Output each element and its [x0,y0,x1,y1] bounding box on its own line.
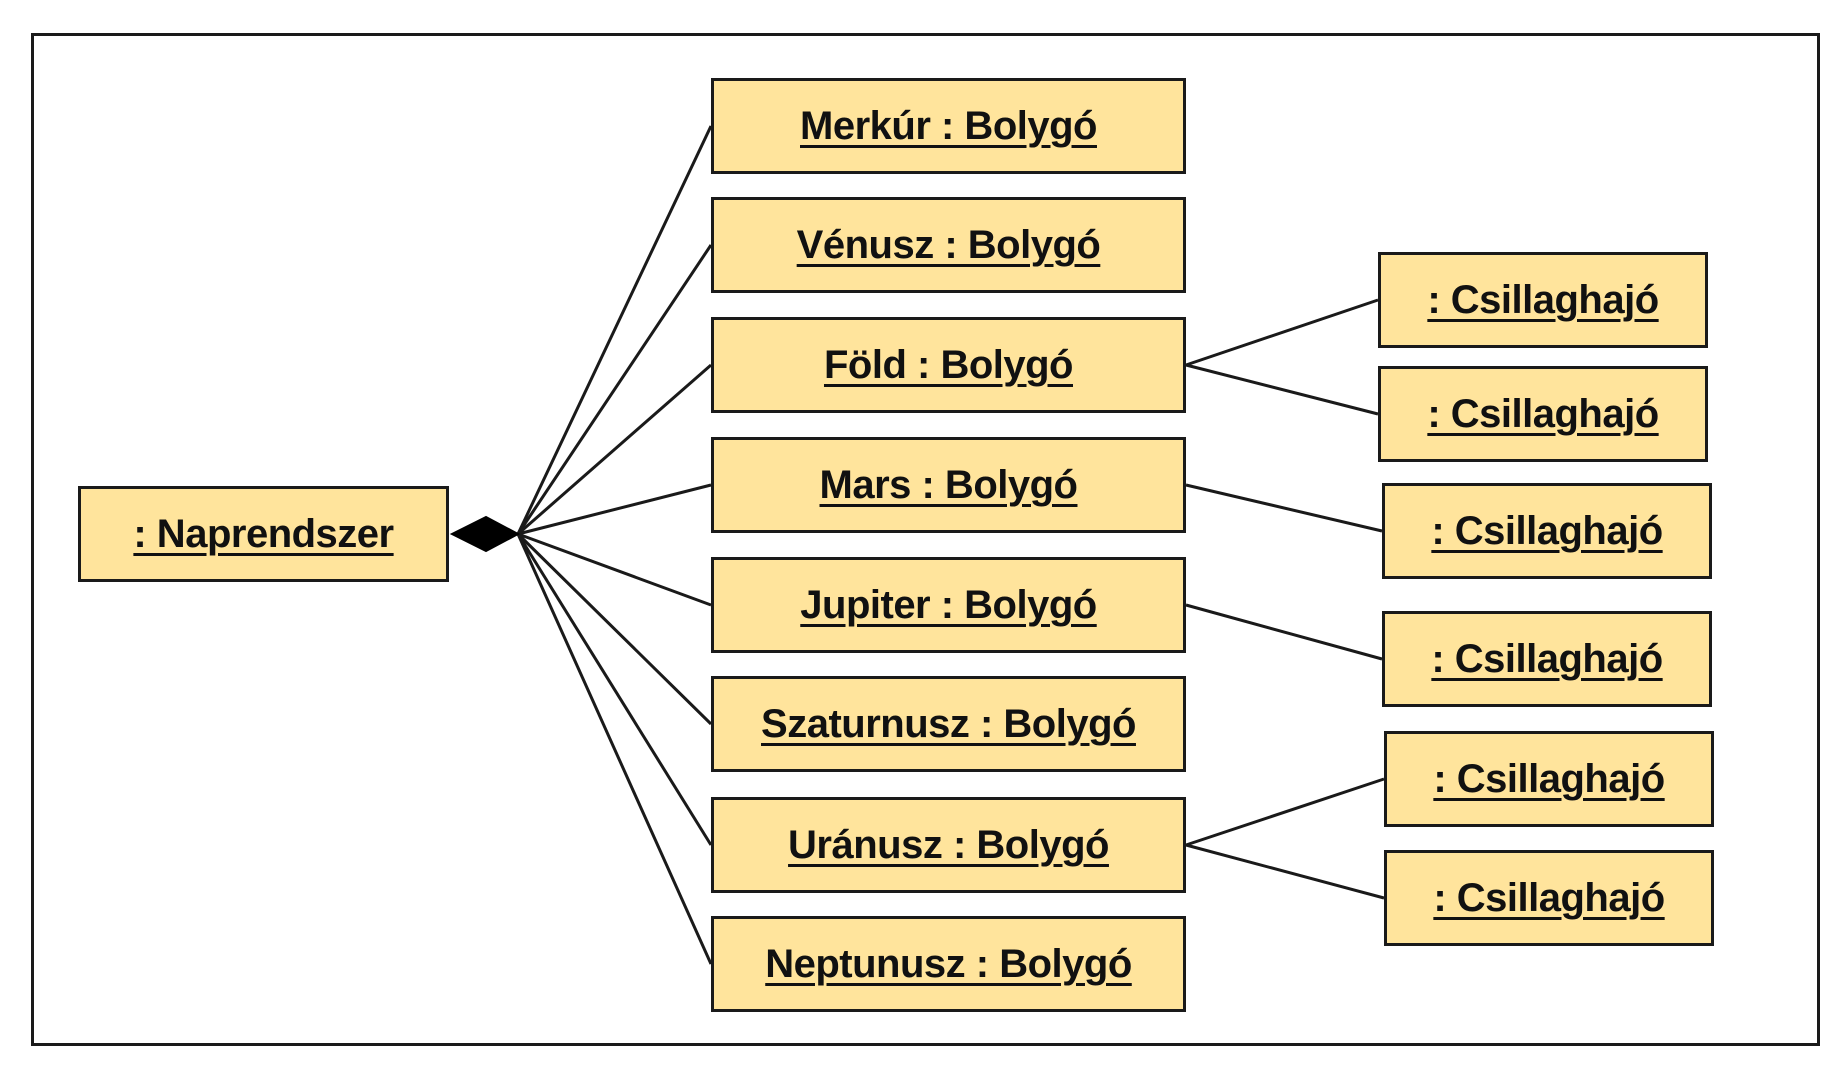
starship-object-5[interactable]: : Csillaghajó [1384,731,1714,827]
planet-label: Szaturnusz : Bolygó [761,701,1136,746]
link-mars-ship3 [1185,483,1383,533]
planet-label: Föld : Bolygó [823,342,1074,387]
planet-neptunusz-object[interactable]: Neptunusz : Bolygó [711,916,1186,1012]
link-jupiter-ship4 [1185,603,1383,661]
planet-merkur-object[interactable]: Merkúr : Bolygó [711,78,1186,174]
link-root-szaturnusz [516,532,713,726]
planet-jupiter-object[interactable]: Jupiter : Bolygó [711,557,1186,653]
planet-label: Merkúr : Bolygó [800,103,1097,148]
starship-label: : Csillaghajó [1433,875,1665,920]
link-root-uranusz [516,533,713,846]
link-uranusz-ship5 [1185,777,1385,847]
link-root-fold [517,363,712,536]
naprendszer-label: : Naprendszer [133,511,394,556]
planet-label: Mars : Bolygó [819,462,1078,507]
starship-label: : Csillaghajó [1427,391,1659,436]
planet-label: Vénusz : Bolygó [796,222,1101,267]
starship-object-2[interactable]: : Csillaghajó [1378,366,1708,462]
starship-label: : Csillaghajó [1431,636,1663,681]
planet-fold-object[interactable]: Föld : Bolygó [711,317,1186,413]
naprendszer-object[interactable]: : Naprendszer [78,486,449,582]
starship-object-1[interactable]: : Csillaghajó [1378,252,1708,348]
diagram-frame [31,33,1820,1046]
planet-label: Jupiter : Bolygó [800,582,1097,627]
starship-label: : Csillaghajó [1427,277,1659,322]
planet-mars-object[interactable]: Mars : Bolygó [711,437,1186,533]
planet-label: Neptunusz : Bolygó [765,941,1132,986]
link-root-venusz [516,244,713,535]
composition-diamond-icon [449,515,521,553]
starship-object-4[interactable]: : Csillaghajó [1382,611,1712,707]
link-root-merkur [516,125,713,535]
planet-uranusz-object[interactable]: Uránusz : Bolygó [711,797,1186,893]
planet-label: Uránusz : Bolygó [788,822,1109,867]
link-fold-ship1 [1185,298,1379,367]
starship-label: : Csillaghajó [1433,756,1665,801]
link-uranusz-ship6 [1185,843,1385,900]
planet-szaturnusz-object[interactable]: Szaturnusz : Bolygó [711,676,1186,772]
link-root-jupiter [517,532,712,607]
link-fold-ship2 [1185,363,1379,416]
link-root-mars [517,483,712,536]
starship-object-6[interactable]: : Csillaghajó [1384,850,1714,946]
starship-object-3[interactable]: : Csillaghajó [1382,483,1712,579]
planet-venusz-object[interactable]: Vénusz : Bolygó [711,197,1186,293]
link-root-neptunusz [516,533,713,965]
starship-label: : Csillaghajó [1431,508,1663,553]
